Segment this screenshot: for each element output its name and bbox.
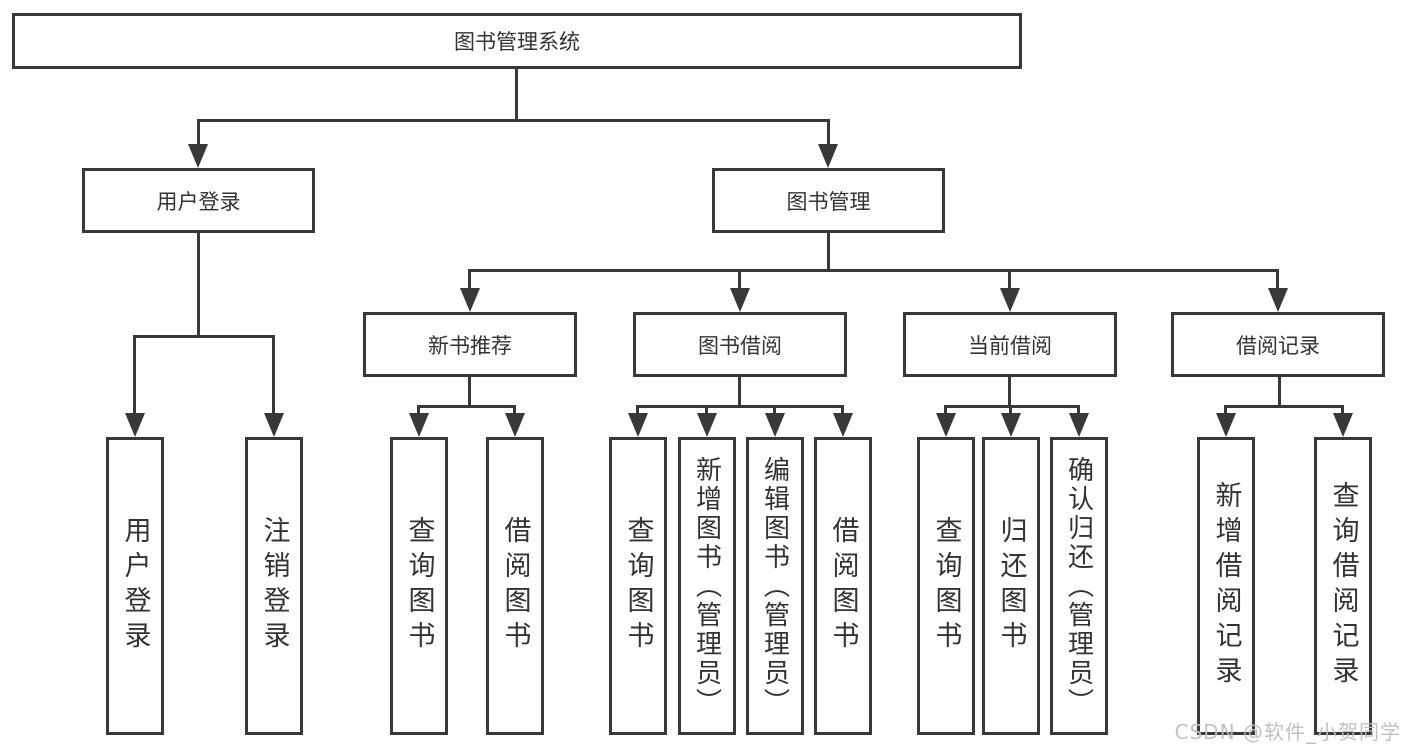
leaf-logout: 注销登录 bbox=[245, 437, 303, 735]
arrowhead-down bbox=[1001, 413, 1021, 437]
connector-newbooks-rail bbox=[419, 405, 515, 408]
connector-userlogin-stub bbox=[197, 233, 200, 336]
leaf-records-query: 查询借阅记录 bbox=[1314, 437, 1372, 735]
connector-arrow-line bbox=[1224, 405, 1227, 417]
arrowhead-down bbox=[1268, 288, 1288, 312]
leaf-borrow-borrow: 借阅图书 bbox=[814, 437, 872, 735]
connector-arrow-line bbox=[738, 269, 741, 292]
connector-arrow-line bbox=[197, 119, 200, 148]
arrowhead-down bbox=[460, 288, 480, 312]
connector-arrow-line bbox=[1009, 405, 1012, 417]
connector-level3-rail bbox=[469, 269, 1278, 272]
node-book-management: 图书管理 bbox=[712, 168, 945, 233]
arrowhead-down bbox=[818, 144, 838, 168]
connector-records-stub bbox=[1278, 377, 1281, 405]
connector-userlogin-rail bbox=[134, 335, 274, 338]
leaf-current-return: 归还图书 bbox=[982, 437, 1040, 735]
connector-arrow-line bbox=[636, 405, 639, 417]
node-current-borrowing: 当前借阅 bbox=[903, 312, 1117, 377]
connector-arrow-line bbox=[272, 335, 275, 417]
csdn-watermark: CSDN @软件_小贺同学 bbox=[1174, 720, 1401, 744]
leaf-current-query: 查询图书 bbox=[917, 437, 975, 735]
leaf-user-login: 用户登录 bbox=[106, 437, 164, 735]
node-borrow-records: 借阅记录 bbox=[1171, 312, 1385, 377]
connector-arrow-line bbox=[133, 335, 136, 417]
node-user-login: 用户登录 bbox=[82, 168, 315, 233]
connector-arrow-line bbox=[827, 119, 830, 148]
arrowhead-down bbox=[264, 413, 284, 437]
arrowhead-down bbox=[1069, 413, 1089, 437]
connector-arrow-line bbox=[773, 405, 776, 417]
connector-bookmgmt-stub bbox=[827, 233, 830, 271]
arrowhead-down bbox=[188, 144, 208, 168]
leaf-borrow-add-admin: 新增图书（管理员） bbox=[678, 437, 736, 735]
arrowhead-down bbox=[1000, 288, 1020, 312]
leaf-newbooks-borrow: 借阅图书 bbox=[486, 437, 544, 735]
connector-level2-rail bbox=[197, 119, 830, 122]
arrowhead-down bbox=[833, 413, 853, 437]
arrowhead-down bbox=[730, 288, 750, 312]
connector-currentborrow-rail bbox=[946, 405, 1079, 408]
arrowhead-down bbox=[765, 413, 785, 437]
connector-arrow-line bbox=[841, 405, 844, 417]
leaf-borrow-query: 查询图书 bbox=[609, 437, 667, 735]
arrowhead-down bbox=[936, 413, 956, 437]
arrowhead-down bbox=[409, 413, 429, 437]
connector-arrow-line bbox=[705, 405, 708, 417]
arrowhead-down bbox=[505, 413, 525, 437]
arrowhead-down bbox=[1333, 413, 1353, 437]
connector-arrow-line bbox=[513, 405, 516, 417]
arrowhead-down bbox=[1216, 413, 1236, 437]
leaf-newbooks-query: 查询图书 bbox=[390, 437, 448, 735]
connector-arrow-line bbox=[1276, 269, 1279, 292]
connector-newbooks-stub bbox=[468, 377, 471, 405]
leaf-borrow-edit-admin: 编辑图书（管理员） bbox=[746, 437, 804, 735]
leaf-records-add: 新增借阅记录 bbox=[1197, 437, 1255, 735]
node-book-borrowing: 图书借阅 bbox=[633, 312, 847, 377]
arrowhead-down bbox=[697, 413, 717, 437]
node-new-book-recommend: 新书推荐 bbox=[363, 312, 577, 377]
leaf-current-confirm-admin: 确认归还（管理员） bbox=[1050, 437, 1108, 735]
connector-bookborrow-stub bbox=[738, 377, 741, 405]
arrowhead-down bbox=[628, 413, 648, 437]
connector-arrow-line bbox=[468, 269, 471, 292]
connector-arrow-line bbox=[944, 405, 947, 417]
connector-arrow-line bbox=[1077, 405, 1080, 417]
arrowhead-down bbox=[125, 413, 145, 437]
connector-arrow-line bbox=[417, 405, 420, 417]
connector-root-stub bbox=[515, 69, 518, 120]
connector-arrow-line bbox=[1341, 405, 1344, 417]
node-root: 图书管理系统 bbox=[12, 13, 1022, 69]
connector-bookborrow-rail bbox=[638, 405, 843, 408]
connector-records-rail bbox=[1226, 405, 1343, 408]
connector-currentborrow-stub bbox=[1008, 377, 1011, 405]
connector-arrow-line bbox=[1008, 269, 1011, 292]
